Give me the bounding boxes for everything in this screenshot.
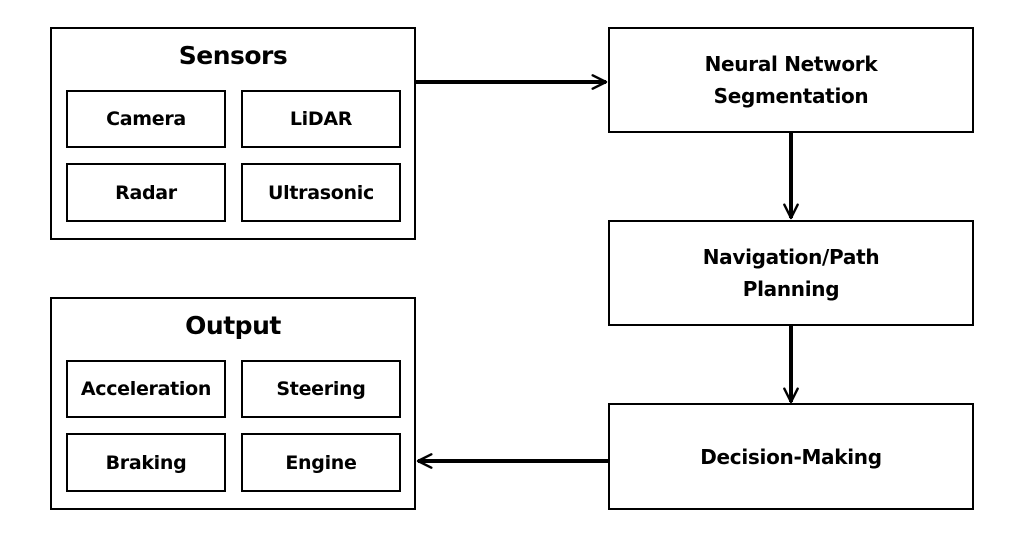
sensors-title: Sensors — [178, 41, 288, 70]
output-steering: Steering — [241, 360, 401, 418]
output-group: Output Acceleration Steering Braking Eng… — [50, 297, 416, 510]
sensor-ultrasonic: Ultrasonic — [241, 163, 401, 222]
sensor-lidar: LiDAR — [241, 90, 401, 148]
decision-label-line-1: Decision-Making — [700, 444, 882, 469]
segmentation-label: Neural Network Segmentation — [705, 48, 878, 112]
navigation-label-line-1: Navigation/Path — [702, 245, 880, 269]
navigation-label-line-2: Planning — [742, 277, 840, 301]
output-engine: Engine — [241, 433, 401, 492]
sensors-group: Sensors Camera LiDAR Radar Ultrasonic — [50, 27, 416, 240]
sensor-radar: Radar — [66, 163, 226, 222]
output-title: Output — [185, 311, 281, 340]
navigation-stage: Navigation/Path Planning — [608, 220, 974, 326]
segmentation-label-line-1: Neural Network — [704, 52, 878, 76]
navigation-label: Navigation/Path Planning — [703, 241, 880, 305]
segmentation-label-line-2: Segmentation — [713, 84, 869, 108]
decision-stage: Decision-Making — [608, 403, 974, 510]
segmentation-stage: Neural Network Segmentation — [608, 27, 974, 133]
output-acceleration: Acceleration — [66, 360, 226, 418]
sensor-camera: Camera — [66, 90, 226, 148]
output-braking: Braking — [66, 433, 226, 492]
decision-label: Decision-Making — [700, 441, 882, 473]
